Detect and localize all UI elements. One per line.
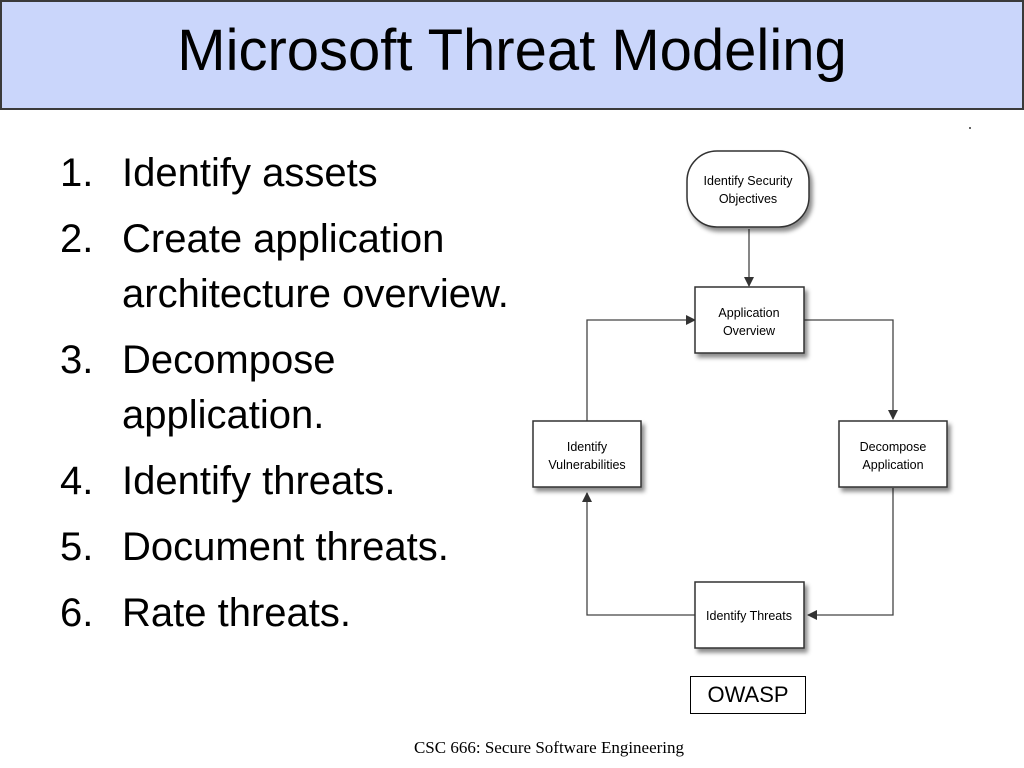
- node-label: Decompose: [860, 440, 927, 454]
- node-identify-vulnerabilities: Identify Vulnerabilities: [532, 420, 642, 488]
- node-identify-security-objectives: Identify Security Objectives: [686, 150, 810, 228]
- node-label: Application: [862, 458, 923, 472]
- stray-dot: [969, 127, 971, 129]
- step-item: 1. Identify assets: [60, 146, 520, 201]
- node-label: Application: [718, 306, 779, 320]
- step-text: Create application architecture overview…: [122, 217, 509, 316]
- arrow-threats-to-vulnerabilities: [582, 492, 695, 616]
- arrow-decompose-to-threats: [807, 488, 894, 620]
- step-number: 6.: [60, 591, 94, 635]
- step-text: Decompose application.: [122, 338, 336, 437]
- step-item: 3. Decompose application.: [60, 333, 520, 443]
- steps-list: 1. Identify assets 2. Create application a…: [60, 146, 520, 652]
- step-text: Rate threats.: [122, 591, 352, 635]
- node-identify-threats: Identify Threats: [694, 581, 805, 649]
- step-number: 1.: [60, 151, 94, 195]
- node-label: Objectives: [719, 192, 777, 206]
- source-label: OWASP: [690, 676, 806, 714]
- step-item: 2. Create application architecture overvi…: [60, 212, 520, 322]
- step-item: 4. Identify threats.: [60, 454, 520, 509]
- node-label: Overview: [723, 324, 776, 338]
- slide-footer: CSC 666: Secure Software Engineering: [413, 738, 685, 757]
- node-label: Identify Security: [704, 174, 794, 188]
- node-label: Identify Threats: [706, 609, 792, 623]
- node-label: Vulnerabilities: [548, 458, 625, 472]
- step-text: Identify threats.: [122, 459, 396, 503]
- step-number: 4.: [60, 459, 94, 503]
- step-number: 5.: [60, 525, 94, 569]
- arrow-vulnerabilities-to-overview: [586, 315, 696, 421]
- slide-title: Microsoft Threat Modeling: [177, 17, 847, 83]
- step-item: 5. Document threats.: [60, 520, 520, 575]
- title-bar: Microsoft Threat Modeling: [0, 0, 1024, 110]
- step-text: Document threats.: [122, 525, 449, 569]
- threat-modeling-flow-diagram: Identify Security Objectives Application…: [532, 150, 948, 649]
- node-application-overview: Application Overview: [694, 286, 805, 354]
- arrow-overview-to-decompose: [804, 319, 898, 420]
- step-item: 6. Rate threats.: [60, 586, 520, 641]
- node-label: Identify: [567, 440, 608, 454]
- node-decompose-application: Decompose Application: [838, 420, 948, 488]
- step-text: Identify assets: [122, 151, 378, 195]
- step-number: 2.: [60, 217, 94, 261]
- step-number: 3.: [60, 338, 94, 382]
